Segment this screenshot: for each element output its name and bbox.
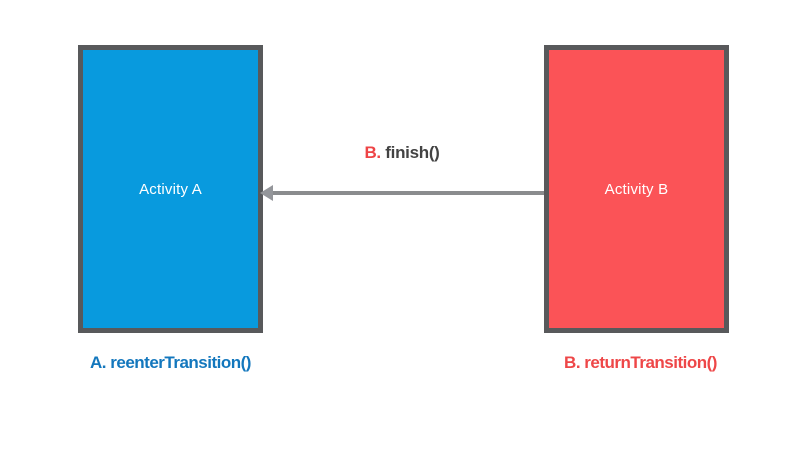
connector-line: [260, 185, 544, 201]
activity-a-box: Activity A: [78, 45, 263, 333]
activity-b-label: Activity B: [604, 180, 669, 198]
activity-b-box: Activity B: [544, 45, 729, 333]
activity-b-caption: B. returnTransition(): [564, 353, 717, 372]
activity-a-label: Activity A: [139, 180, 202, 198]
connector-label: B. finish(): [0, 143, 804, 163]
activity-a-caption: A. reenterTransition(): [90, 353, 251, 372]
arrowhead-left-icon: [260, 185, 273, 201]
connector-label-activity-prefix: B.: [364, 143, 381, 162]
connector-label-method: finish(): [380, 143, 440, 162]
